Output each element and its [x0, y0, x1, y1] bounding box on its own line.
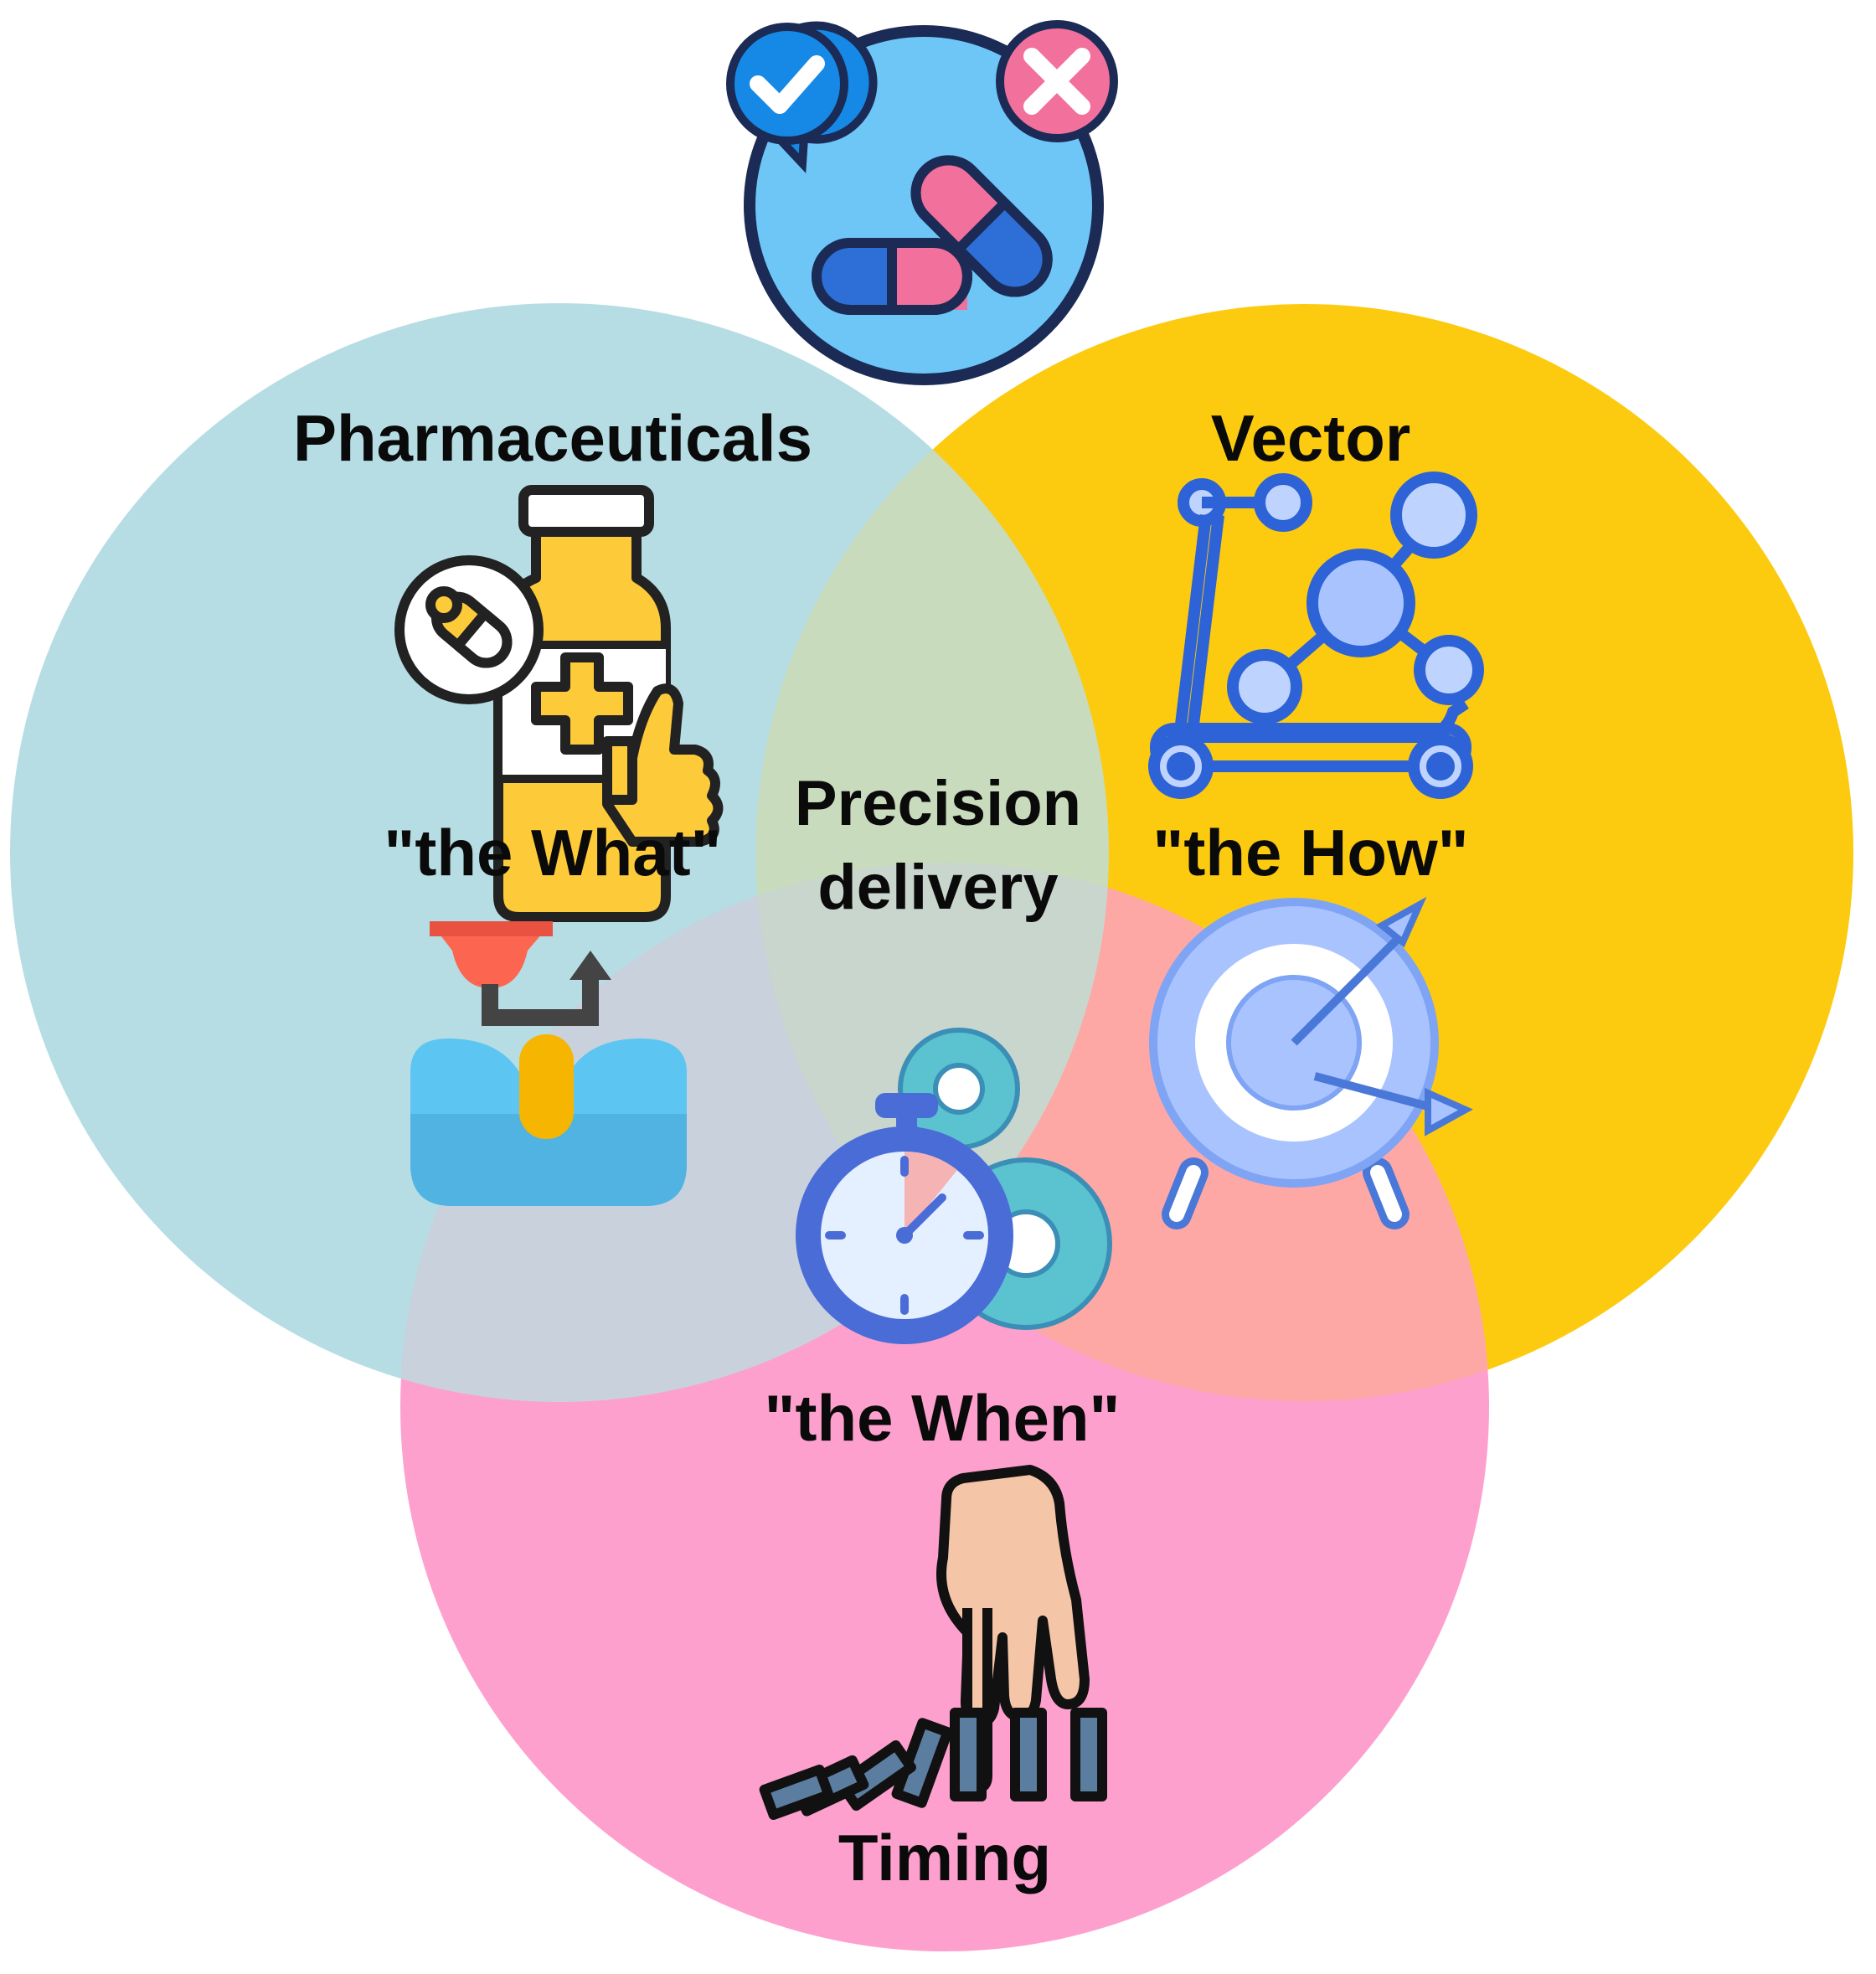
the-how-label: "the How" — [1152, 816, 1468, 889]
vector-label: Vector — [1211, 401, 1410, 475]
precision-label: Precision — [795, 768, 1081, 839]
tablet-release-icon — [410, 921, 687, 1206]
hand-dominoes-icon — [759, 1465, 1107, 1821]
medicine-bottle-thumbs-up-icon — [394, 485, 724, 922]
target-arrows-icon — [1149, 896, 1473, 1229]
pill-choice-icon — [726, 20, 1118, 385]
timing-label: Timing — [838, 1821, 1051, 1894]
pharmaceuticals-label: Pharmaceuticals — [293, 401, 812, 475]
stopwatch-gears-icon — [796, 1028, 1112, 1344]
the-what-label: "the What" — [384, 816, 721, 889]
scooter-molecule-icon — [1148, 472, 1484, 799]
delivery-label: delivery — [817, 852, 1058, 923]
the-when-label: "the When" — [765, 1381, 1121, 1455]
